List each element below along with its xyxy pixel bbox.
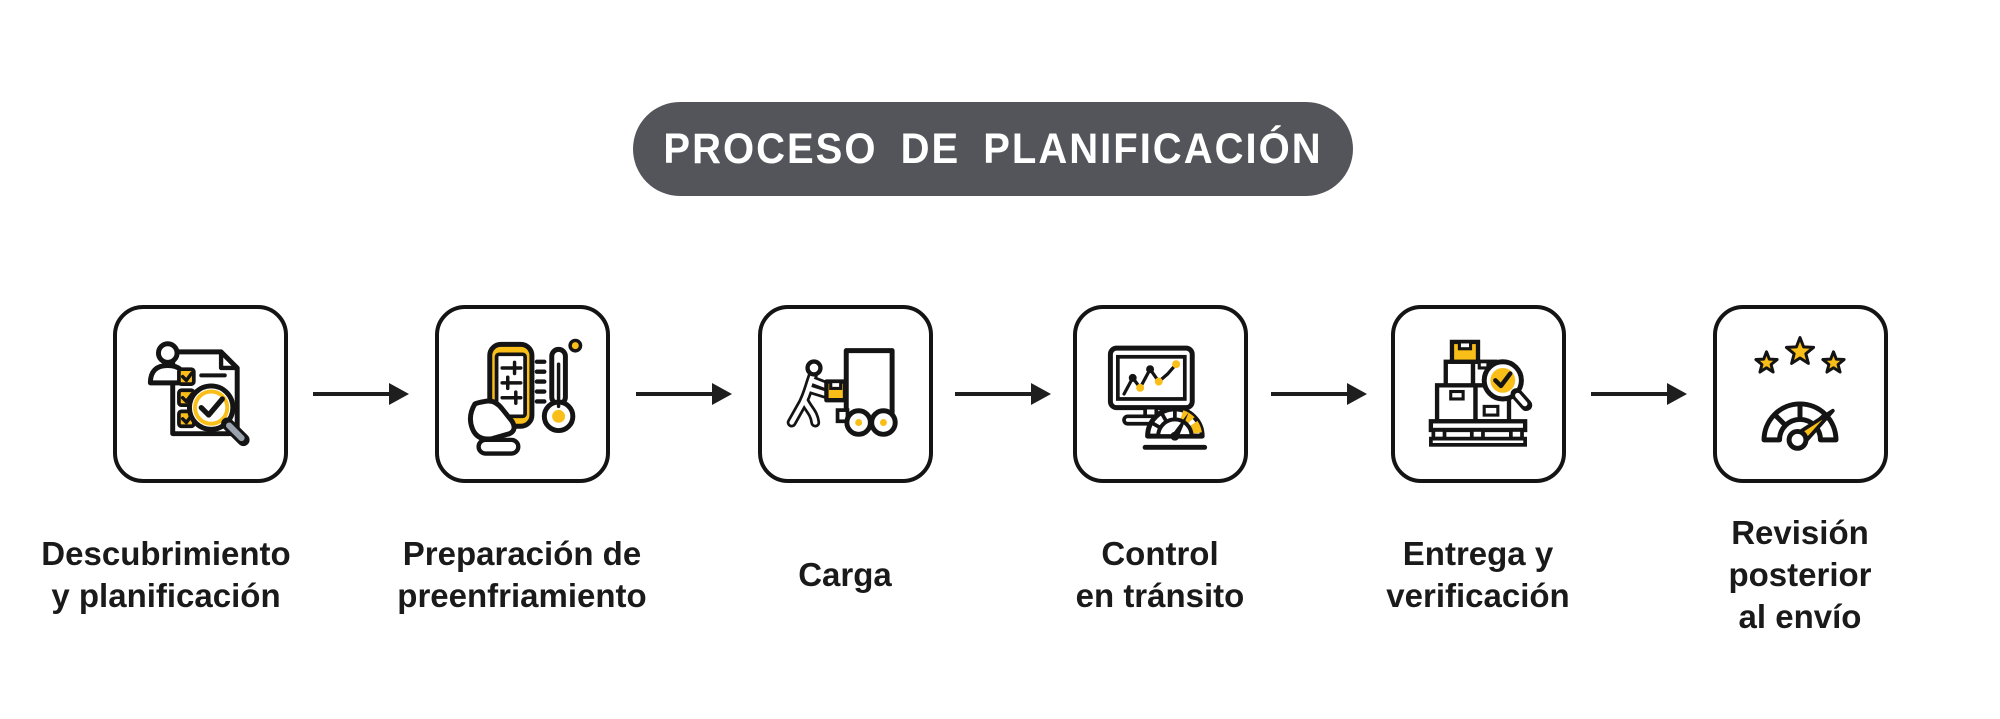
phone-thermometer-icon — [467, 338, 583, 456]
arrow-right-icon — [1591, 383, 1687, 405]
arrow-right-icon — [955, 383, 1051, 405]
arrow-right-icon — [1271, 383, 1367, 405]
rating-gauge-icon — [1738, 332, 1862, 451]
step-label-1: Descubrimiento y planificación — [41, 535, 291, 614]
step-post-shipment-review: Revisión posterior al envío — [1660, 305, 1940, 641]
step-discovery: Descubrimiento y planificación — [41, 305, 340, 641]
step-delivery-verification: Entrega y verificación — [1338, 305, 1618, 641]
step-precooling: Preparación de preenfriamiento — [382, 305, 662, 641]
step-box-1 — [112, 305, 288, 483]
step-loading: Carga — [705, 305, 985, 641]
step-label-6: Revisión posterior al envío — [1728, 514, 1872, 635]
arrow-right-icon — [313, 383, 409, 405]
loading-truck-icon — [786, 348, 898, 437]
step-label-2: Preparación de preenfriamiento — [397, 535, 647, 614]
checklist-search-icon — [147, 341, 250, 447]
step-box-2 — [434, 305, 610, 483]
step-box-3 — [757, 305, 933, 483]
step-label-3: Carga — [798, 556, 892, 593]
step-label-4: Control en tránsito — [1075, 535, 1245, 614]
page-title: PROCESO DE PLANIFICACIÓN — [663, 125, 1323, 172]
step-box-6 — [1712, 305, 1888, 483]
step-box-4 — [1072, 305, 1248, 483]
monitor-gauge-icon — [1107, 345, 1208, 450]
step-transit-control: Control en tránsito — [1020, 305, 1300, 641]
arrow-right-icon — [636, 383, 732, 405]
title-banner: PROCESO DE PLANIFICACIÓN — [633, 102, 1353, 196]
step-label-5: Entrega y verificación — [1386, 535, 1570, 614]
step-box-5 — [1390, 305, 1566, 483]
pallet-check-icon — [1428, 339, 1533, 447]
